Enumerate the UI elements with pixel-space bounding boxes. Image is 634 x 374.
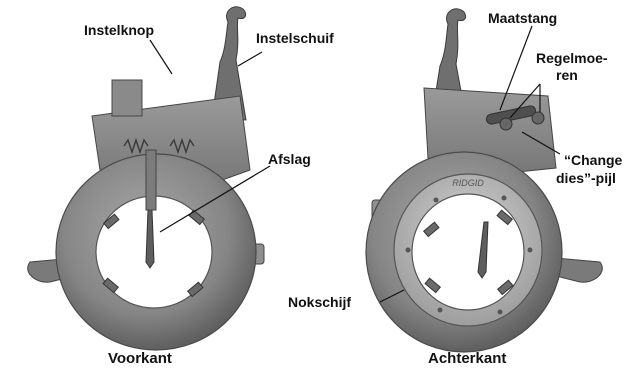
label-change-dies-line1: “Change (564, 152, 622, 168)
leader-instelknop (150, 40, 172, 74)
back-opening (412, 194, 524, 310)
label-regelmoeren-line2: ren (556, 67, 578, 83)
label-nokschijf: Nokschijf (288, 294, 351, 310)
back-right-ear (556, 258, 602, 282)
back-stamp-logo: RIDGID (452, 178, 484, 188)
front-plate-bracket (112, 80, 142, 116)
label-instelknop: Instelknop (84, 22, 154, 38)
caption-front: Voorkant (108, 350, 172, 367)
label-regelmoeren-line1: Regelmoe- (536, 50, 608, 66)
caption-back: Achterkant (428, 350, 506, 367)
back-nut-1 (500, 118, 512, 130)
label-afslag: Afslag (268, 151, 311, 167)
back-nut-2 (532, 112, 544, 124)
leader-instelschuif (238, 52, 262, 66)
label-maatstang: Maatstang (488, 10, 557, 26)
front-chaser (146, 210, 154, 268)
label-change-dies-line2: dies”-pijl (556, 170, 616, 186)
front-die-head (28, 7, 264, 350)
label-instelschuif: Instelschuif (256, 30, 334, 46)
